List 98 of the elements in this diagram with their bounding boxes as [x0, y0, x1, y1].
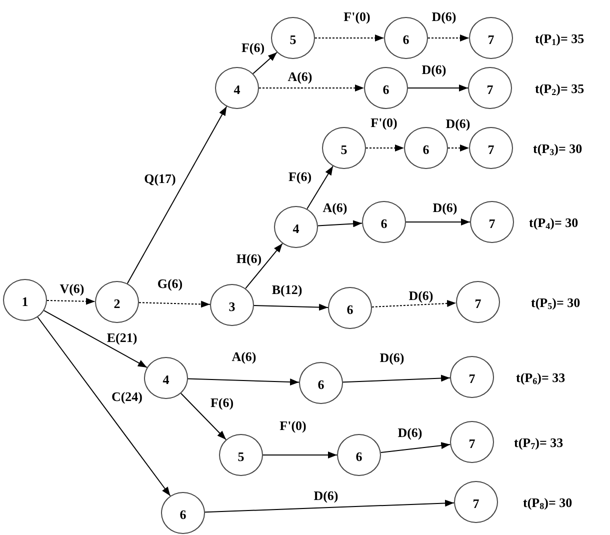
node-number: 1: [22, 293, 28, 308]
node-number: 5: [340, 141, 348, 156]
arrow: [245, 243, 283, 289]
edge-label: F'(0): [342, 10, 372, 22]
path-duration: t(P$_{6}$)= 33: [516, 370, 566, 384]
node-circle: [328, 287, 372, 329]
edge-label: D(6): [408, 288, 434, 302]
edge-label: F'(0): [370, 116, 398, 128]
node-number: 4: [162, 371, 170, 386]
edge-label: A(6): [322, 200, 348, 214]
arrow: [180, 392, 227, 440]
arrow: [138, 300, 210, 308]
arrow: [408, 84, 468, 92]
node-circle: [299, 362, 343, 404]
node-number: 7: [486, 81, 494, 96]
node-circle: [404, 127, 448, 169]
edge-label: D(6): [444, 116, 472, 130]
node-number: 6: [422, 141, 430, 156]
arrow: [428, 34, 470, 42]
node-number: 3: [228, 298, 236, 313]
node-circle: [362, 201, 406, 243]
edge-label: F'(0): [278, 418, 308, 432]
arrow: [258, 84, 364, 92]
node-circle: [271, 17, 315, 59]
node-number: 6: [402, 31, 410, 46]
edge-label: D(6): [432, 200, 458, 214]
arrow: [371, 300, 457, 308]
arrow: [126, 106, 228, 284]
node-circle: [274, 206, 318, 248]
arrow: [366, 144, 404, 152]
edge-label: D(6): [312, 488, 340, 502]
path-duration: t(P$_{8}$)= 30: [523, 496, 572, 508]
edge-label: A(6): [286, 70, 314, 82]
arrow: [314, 34, 384, 42]
edge-label: D(6): [396, 426, 424, 438]
node-number: 4: [292, 220, 300, 235]
edge-label: F(6): [209, 396, 235, 408]
path-duration: t(P$_{4}$)= 30: [529, 216, 578, 228]
arrow: [306, 166, 334, 210]
path-duration: t(P$_{2}$)= 35: [535, 82, 584, 94]
node-number: 6: [318, 376, 324, 391]
edge-label: A(6): [230, 350, 258, 362]
node-number: 5: [290, 31, 296, 46]
path-duration: t(P$_{1}$)= 35: [535, 32, 584, 44]
arrow: [254, 304, 328, 311]
arrow: [204, 500, 455, 513]
node-number: 6: [382, 81, 390, 96]
edge-label: D(6): [420, 62, 448, 76]
arrow: [252, 52, 278, 74]
node-number: 6: [180, 506, 186, 521]
edge-label: D(6): [378, 350, 406, 364]
edge-label: E(21): [106, 330, 138, 344]
node-number: 2: [114, 295, 120, 310]
node-number: 6: [356, 448, 362, 463]
arrow: [262, 452, 338, 458]
node-number: 7: [488, 31, 494, 46]
arrow: [448, 144, 470, 152]
edge-label: B(12): [270, 282, 304, 296]
path-duration: t(P$_{5}$)= 30: [531, 296, 580, 308]
node-circle: [384, 17, 428, 59]
node-circle: [95, 281, 139, 323]
edge-label: F(6): [240, 40, 266, 54]
arrow: [317, 220, 363, 228]
path-duration: t(P$_{3}$)= 30: [533, 142, 582, 154]
edge-label: H(6): [235, 252, 263, 264]
node-circle: [144, 357, 188, 399]
node-number: 7: [488, 215, 496, 230]
node-number: 7: [468, 435, 476, 450]
edge-label: Q(17): [143, 172, 177, 184]
arrow: [187, 378, 300, 386]
node-number: 7: [488, 141, 494, 156]
node-number: 7: [472, 495, 480, 510]
node-number: 4: [234, 81, 240, 96]
node-number: 6: [380, 215, 388, 230]
node-circle: [322, 127, 366, 169]
edge-label: C(24): [110, 390, 144, 402]
arrow: [46, 298, 96, 305]
node-circle: [3, 279, 47, 321]
node-circle: [215, 67, 259, 109]
arrow: [37, 316, 171, 496]
node-circle: [364, 67, 408, 109]
edge-label: G(6): [156, 276, 184, 290]
edge-label: F(6): [287, 170, 313, 182]
edge-label: V(6): [58, 282, 86, 294]
node-circle: [210, 284, 254, 326]
node-circle: [219, 434, 263, 476]
node-number: 6: [346, 301, 354, 316]
node-number: 7: [468, 370, 476, 385]
node-circle: [337, 434, 381, 476]
arrow: [406, 218, 470, 226]
node-number: 5: [238, 448, 244, 463]
node-number: 7: [474, 295, 482, 310]
path-duration: t(P$_{7}$)= 33: [514, 436, 564, 448]
edge-label: D(6): [430, 10, 458, 22]
arrow: [342, 374, 451, 383]
node-circle: [161, 492, 205, 534]
arrow: [44, 310, 148, 368]
arrow: [380, 442, 451, 453]
